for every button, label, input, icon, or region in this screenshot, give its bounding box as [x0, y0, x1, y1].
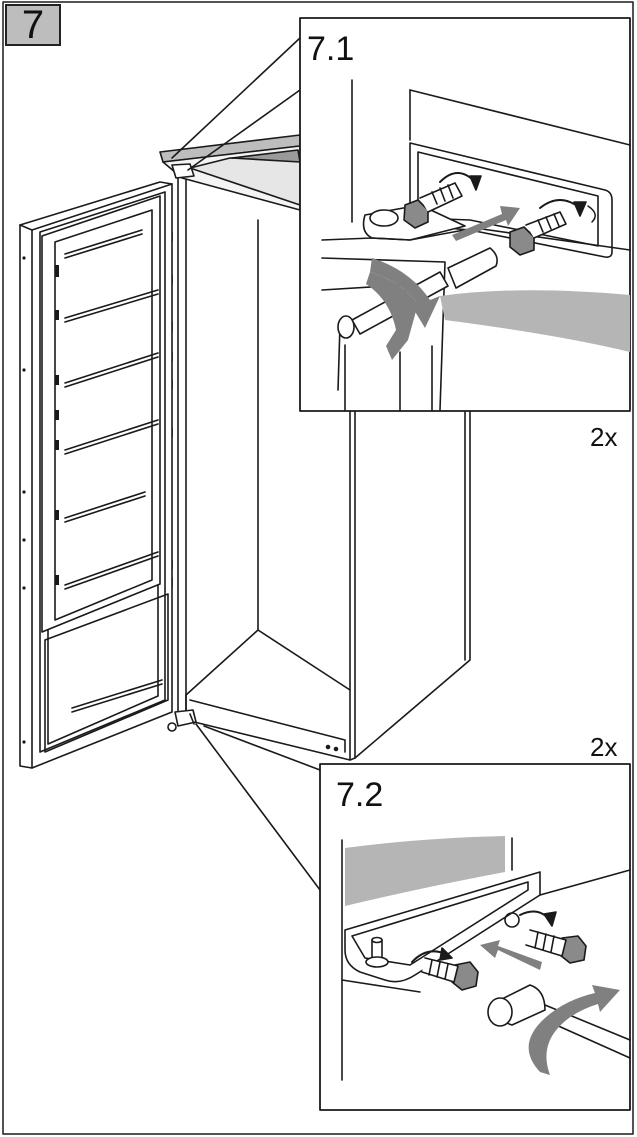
detail-bottom-count: 2x — [590, 732, 618, 762]
detail-top-label: 7.1 — [307, 30, 355, 68]
bolt-left-bottom — [421, 957, 479, 991]
bolt-right-top — [509, 211, 567, 256]
detail-panel-7-1 — [299, 17, 631, 412]
detail-panel-7-2 — [319, 763, 631, 1111]
step-number-badge: 7 — [5, 4, 61, 46]
detail-bottom-label: 7.2 — [336, 776, 384, 814]
bolt-left-top — [403, 182, 463, 229]
detail-top-count: 2x — [590, 422, 618, 452]
callout-lines — [171, 37, 321, 891]
open-door — [19, 181, 173, 769]
bolt-right-bottom — [525, 929, 587, 964]
